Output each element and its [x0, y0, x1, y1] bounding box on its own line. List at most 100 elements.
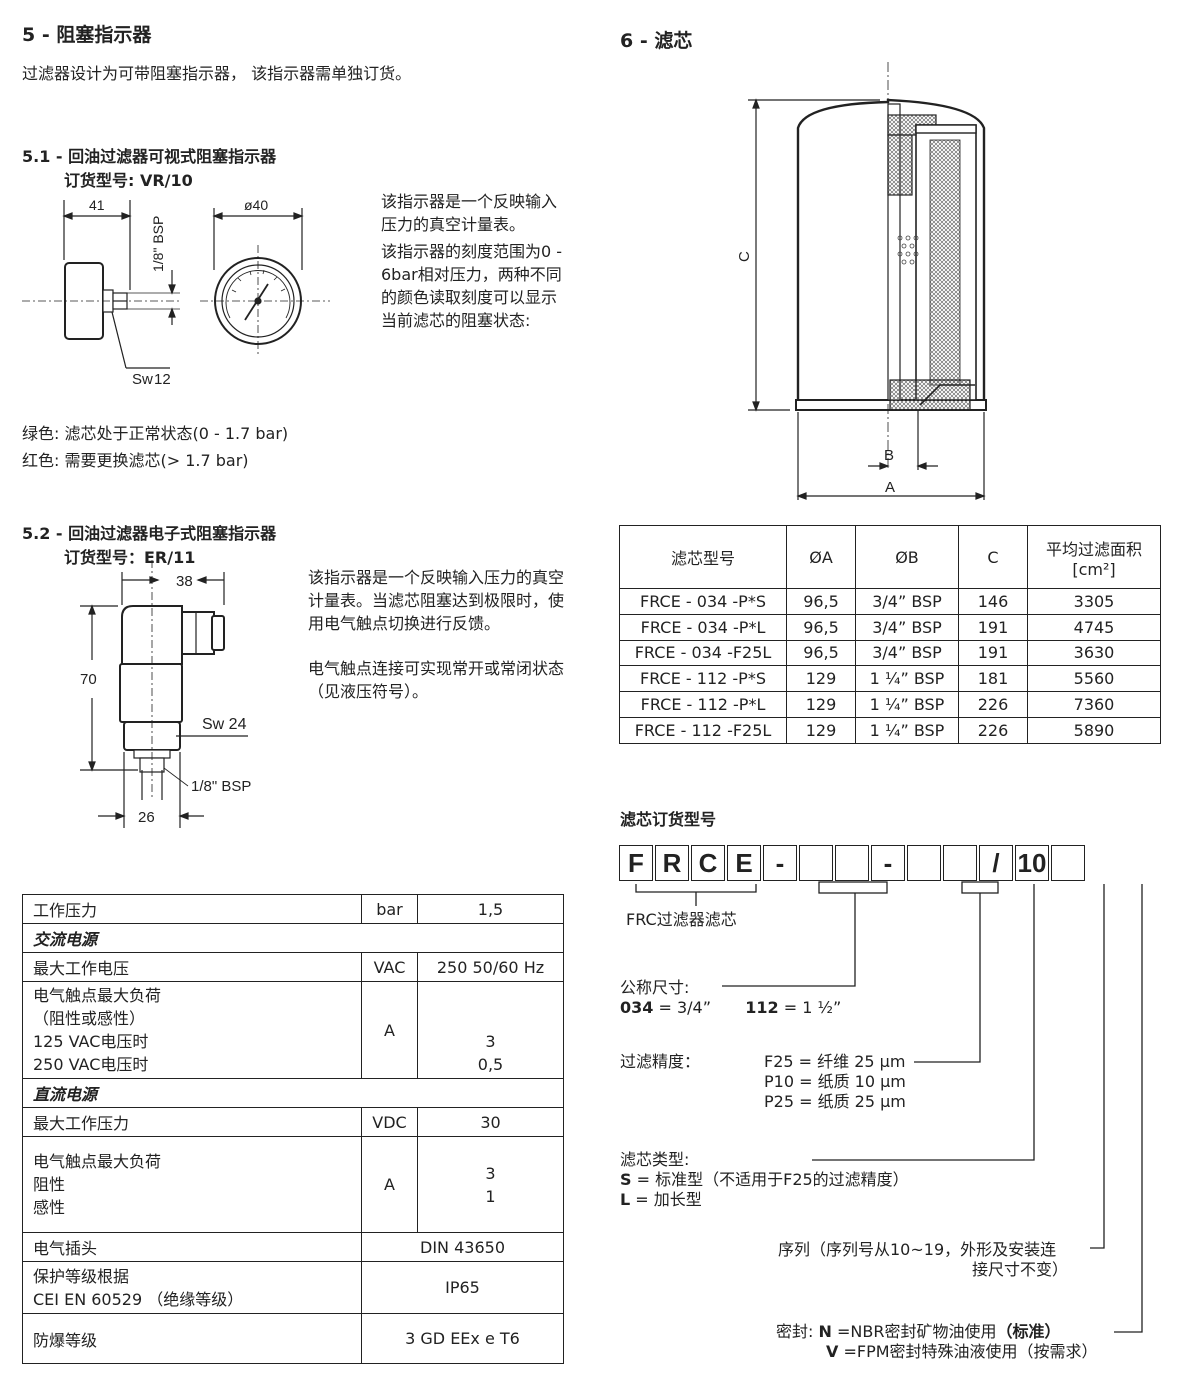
er11-desc-1: 该指示器是一个反映输入压力的真空计量表。当滤芯阻塞达到极限时，使用电气触点切换进… [308, 568, 565, 633]
type-s-code: S [620, 1170, 632, 1189]
table-cell: 3/4” BSP [855, 613, 959, 641]
size-options: 034 = 3/4” 112 = 1 ½” [620, 998, 841, 1018]
bsp-er-label: 1/8" BSP [191, 778, 251, 795]
table-cell: FRCE - 112 -P*L [619, 691, 787, 718]
section52-title: 5.2 - 回油过滤器电子式阻塞指示器 [22, 524, 277, 543]
section51-title: 5.1 - 回油过滤器可视式阻塞指示器 [22, 147, 277, 166]
table-cell: 191 [958, 639, 1028, 667]
type-l-desc: = 加长型 [630, 1190, 702, 1209]
dim-38-label: 38 [176, 573, 193, 590]
table-cell: 3305 [1027, 588, 1161, 615]
table-cell: 96,5 [786, 588, 856, 615]
filter-dimension-table: 滤芯型号 ØA ØB C 平均过滤面积 [cm²] FRCE - 034 -P*… [619, 525, 1161, 744]
precision-f25: F25 = 纤维 25 µm [764, 1052, 906, 1071]
ac-section-label: 交流电源 [22, 923, 564, 953]
spec-cell: 最大工作压力 [22, 1107, 362, 1137]
table-row: 最大工作电压 VAC 250 50/60 Hz [22, 952, 564, 982]
table-section-row: 直流电源 [22, 1078, 564, 1108]
seal-v-code: V [826, 1342, 839, 1361]
column-header: ØB [855, 525, 959, 589]
order-code-box: - [871, 845, 905, 881]
spec-value: 3 1 [417, 1136, 564, 1233]
spec-line: 3 [485, 1163, 496, 1183]
size-112-code: 112 [745, 998, 779, 1017]
seal-n-code: N [818, 1322, 832, 1341]
seal-v-desc: =FPM密封特殊油液使用（按需求） [838, 1342, 1098, 1361]
column-header: 滤芯型号 [619, 525, 787, 589]
table-cell: 226 [958, 691, 1028, 718]
table-row: 电气触点最大负荷 （阻性或感性） 125 VAC电压时 250 VAC电压时 A… [22, 981, 564, 1079]
header-line: [cm²] [1072, 559, 1116, 579]
spec-line: 0,5 [477, 1055, 504, 1074]
table-section-row: 交流电源 [22, 923, 564, 953]
bsp-label: 1/8" BSP [150, 216, 166, 272]
spec-value: 30 [417, 1107, 564, 1137]
spec-unit: A [361, 981, 418, 1079]
table-cell: 1 ¼” BSP [855, 691, 959, 718]
section52-order-code: 订货型号：ER/11 [64, 548, 196, 567]
column-header: C [958, 525, 1028, 589]
table-cell: 129 [786, 665, 856, 693]
spec-line: 1 [485, 1186, 496, 1206]
electrical-spec-table: 工作压力 bar 1,5 交流电源 最大工作电压 VAC 250 50/60 H… [22, 894, 564, 1364]
spec-unit: VAC [361, 952, 418, 982]
section5-intro: 过滤器设计为可带阻塞指示器， 该指示器需单独订货。 [22, 64, 412, 83]
seal-n-desc: =NBR密封矿物油使用 [831, 1322, 997, 1341]
green-status-text: 绿色: 滤芯处于正常状态(0 - 1.7 bar) [22, 424, 289, 443]
table-cell: 226 [958, 716, 1028, 744]
order-code-box: R [655, 845, 689, 881]
seal-label: 密封: [776, 1322, 814, 1341]
table-cell: 146 [958, 588, 1028, 615]
spec-cell: 最大工作电压 [22, 952, 362, 982]
spec-cell: 电气触点最大负荷 阻性 感性 [22, 1136, 362, 1233]
er11-desc-2: 电气触点连接可实现常开或常闭状态（见液压符号）。 [308, 659, 565, 701]
order-code-box [1051, 845, 1085, 881]
spec-line: 电气触点最大负荷 [33, 1152, 162, 1171]
order-code-box: 10 [1015, 845, 1049, 881]
spec-line: 感性 [33, 1198, 66, 1217]
type-l-code: L [620, 1190, 631, 1209]
size-034-value: = 3/4” [653, 998, 712, 1017]
er11-indicator-drawing: 38 70 Sw 24 1/8" BSP 26 [80, 560, 251, 828]
section51-order-code: 订货型号: VR/10 [64, 171, 193, 190]
order-code-box [943, 845, 977, 881]
type-s-desc: = 标准型（不适用于F25的过滤精度） [631, 1170, 909, 1189]
table-row: 电气插头 DIN 43650 [22, 1232, 564, 1262]
dc-section-label: 直流电源 [22, 1078, 564, 1108]
dim-a-label: A [885, 479, 895, 496]
table-cell: 4745 [1027, 613, 1161, 641]
column-header: 平均过滤面积 [cm²] [1027, 525, 1161, 589]
order-code-title: 滤芯订货型号 [620, 810, 717, 829]
section6-title: 6 - 滤芯 [620, 30, 693, 52]
spec-line: CEI EN 60529 （绝缘等级） [33, 1289, 244, 1309]
spec-cell: 电气触点最大负荷 （阻性或感性） 125 VAC电压时 250 VAC电压时 [22, 981, 362, 1079]
precision-p10: P10 = 纸质 10 µm [764, 1072, 906, 1091]
spec-value: DIN 43650 [361, 1232, 564, 1262]
order-code-box: F [619, 845, 653, 881]
spec-line: 250 VAC电压时 [33, 1055, 149, 1074]
table-cell: FRCE - 112 -P*S [619, 665, 787, 693]
type-label: 滤芯类型: [620, 1150, 690, 1169]
precision-options: F25 = 纤维 25 µm P10 = 纸质 10 µm P25 = 纸质 2… [764, 1052, 906, 1112]
vr10-indicator-drawing: 41 ø40 1/8" BSP Sw 12 [22, 197, 330, 388]
spec-value: 1,5 [417, 894, 564, 924]
table-cell: 129 [786, 716, 856, 744]
seal-n-line: 密封: N =NBR密封矿物油使用（标准） [776, 1322, 1098, 1342]
spec-value: 3 0,5 [417, 981, 564, 1079]
table-cell: 7360 [1027, 691, 1161, 718]
size-034-code: 034 [620, 998, 654, 1017]
spec-cell: 保护等级根据 CEI EN 60529 （绝缘等级） [22, 1261, 362, 1314]
order-code-box: / [979, 845, 1013, 881]
order-code-box: E [727, 845, 761, 881]
table-cell: FRCE - 034 -P*S [619, 588, 787, 615]
order-code-box [799, 845, 833, 881]
spec-line: 保护等级根据 [33, 1266, 130, 1286]
seal-v-line: V =FPM密封特殊油液使用（按需求） [776, 1342, 1098, 1362]
type-l-option: L = 加长型 [620, 1190, 702, 1210]
